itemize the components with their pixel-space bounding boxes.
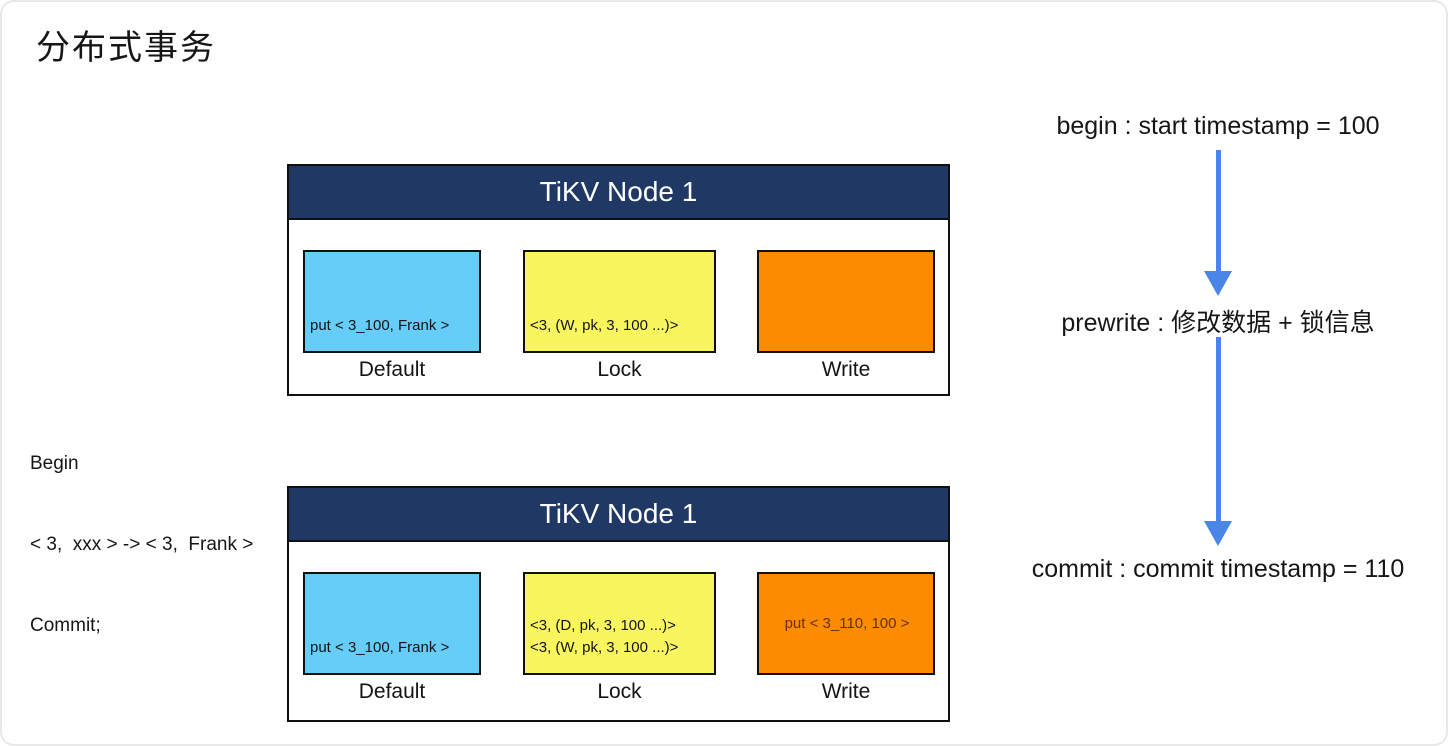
down-arrow-icon [1203, 150, 1233, 296]
tikv-node-box-prewrite: TiKV Node 1 put < 3_100, Frank > <3, (W,… [287, 164, 950, 396]
write-cf-label: Write [821, 358, 871, 381]
note-line-mutation: < 3, xxx > -> < 3, Frank > [30, 534, 254, 555]
arrow-head [1204, 521, 1232, 546]
lock-cf-cell: <3, (W, pk, 3, 100 ...)> [523, 250, 716, 353]
arrow-shaft [1215, 150, 1221, 274]
tikv-node-header: TiKV Node 1 [289, 166, 948, 220]
default-cf-cell: put < 3_100, Frank > [303, 572, 481, 675]
tikv-node-header: TiKV Node 1 [289, 488, 948, 542]
default-cf-entry: put < 3_100, Frank > [310, 317, 450, 334]
default-cf-label: Default [358, 358, 426, 381]
write-cf-label: Write [821, 680, 871, 703]
lock-cf-cell: <3, (D, pk, 3, 100 ...)> <3, (W, pk, 3, … [523, 572, 716, 675]
default-cf-entry: put < 3_100, Frank > [310, 639, 450, 656]
tikv-node-box-commit: TiKV Node 1 put < 3_100, Frank > <3, (D,… [287, 486, 950, 722]
flow-step-begin: begin : start timestamp = 100 [1056, 112, 1380, 140]
note-line-commit: Commit; [30, 615, 101, 636]
arrow-head [1204, 271, 1232, 296]
write-cf-cell [757, 250, 935, 353]
page-title: 分布式事务 [36, 29, 216, 67]
lock-cf-entry: <3, (W, pk, 3, 100 ...)> [530, 317, 679, 334]
lock-cf-entry-delete: <3, (D, pk, 3, 100 ...)> [530, 617, 676, 634]
flow-step-prewrite: prewrite : 修改数据 + 锁信息 [1061, 309, 1375, 337]
arrow-shaft [1215, 337, 1221, 524]
down-arrow-icon [1203, 337, 1233, 546]
transaction-code-note: Begin < 3, xxx > -> < 3, Frank > Commit; [30, 396, 253, 693]
note-line-begin: Begin [30, 453, 79, 474]
write-cf-entry: put < 3_110, 100 > [784, 614, 910, 632]
lock-cf-label: Lock [597, 680, 642, 703]
lock-cf-label: Lock [597, 358, 642, 381]
default-cf-label: Default [358, 680, 426, 703]
default-cf-cell: put < 3_100, Frank > [303, 250, 481, 353]
flow-step-commit: commit : commit timestamp = 110 [1031, 555, 1405, 583]
lock-cf-entry-write: <3, (W, pk, 3, 100 ...)> [530, 639, 679, 656]
write-cf-cell: put < 3_110, 100 > [757, 572, 935, 675]
